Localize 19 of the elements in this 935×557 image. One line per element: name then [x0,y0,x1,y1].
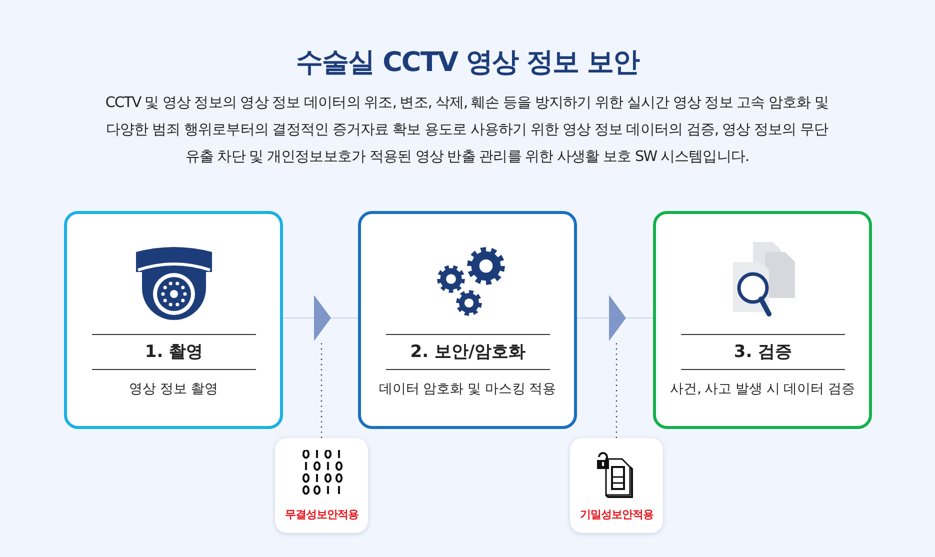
step-box [653,211,872,429]
chevron-arrow [282,295,358,341]
step-description: 데이터 암호화 및 마스킹 적용 [378,380,558,398]
title: 수술실 CCTV 영상 정보 보안 [295,46,640,80]
description: CCTV 및 영상 정보의 영상 정보 데이터의 위조, 변조, 삭제, 훼손 등을 방지하기 위한 실시간 영상 정보 고속 암호화 및 다양한 범죄 행위로부터의 결정적인 증거자료 확보 용도로 사용하기 위한 영상 정보 데이터의 검증, 영상 정보의 무단 유출 차단 및 개인정보보호가 적용된 영상 반출 관리를 위한 사생활 보호 SW 시스템입니다. [104,94,830,167]
step-heading: 3. 검증 [732,341,794,364]
step-description: 사건, 사고 발생 시 데이터 검증 [669,380,856,398]
leader-line [320,343,322,438]
step-box [358,211,577,429]
card-label: 기밀성보안적용 [578,507,654,522]
chevron-arrow [576,295,654,341]
card-label: 무결성보안적용 [284,507,360,522]
security-card [275,438,368,533]
step-heading: 1. 촬영 [144,341,204,364]
step-description: 영상 정보 촬영 [128,380,219,398]
leader-line [616,343,618,438]
step-box [64,211,283,429]
step-heading: 2. 보안/암호화 [409,341,527,364]
security-card [570,438,663,533]
